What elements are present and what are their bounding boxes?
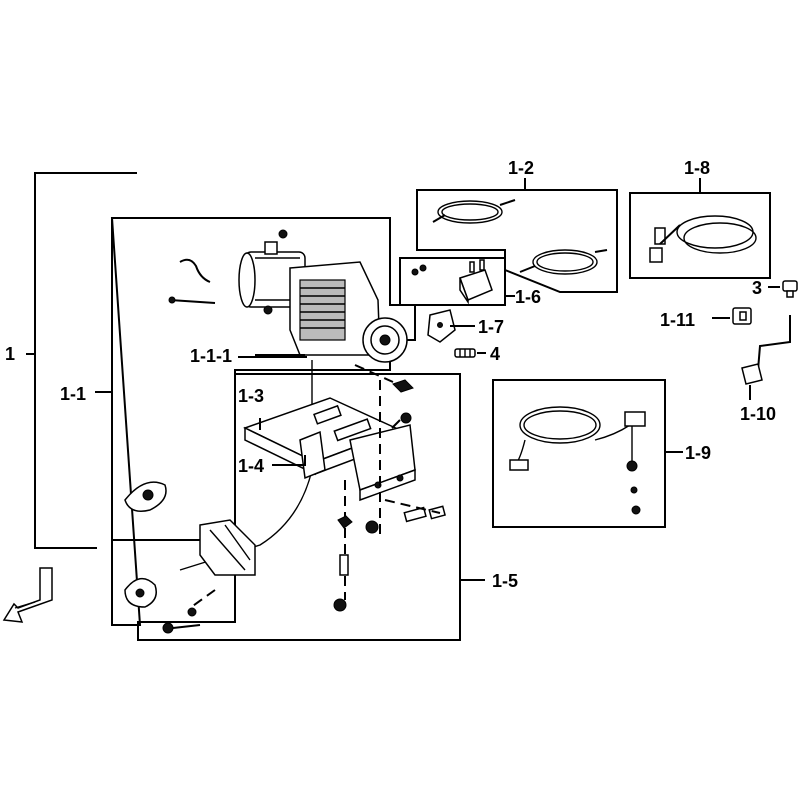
callout-1-8: 1-8	[684, 158, 710, 178]
bottom-bolt	[162, 607, 201, 634]
callout-1-2: 1-2	[508, 158, 534, 178]
lower-bolts	[333, 505, 446, 612]
winch-drum	[289, 261, 408, 363]
cable-1-2-lower	[519, 249, 608, 275]
callout-1-9: 1-9	[685, 443, 711, 463]
cable-1-8	[649, 215, 757, 263]
callout-1-10: 1-10	[740, 404, 776, 424]
wire-clip	[179, 258, 211, 283]
box-1-2	[416, 189, 618, 293]
callout-1-6: 1-6	[515, 287, 541, 307]
callout-1-4: 1-4	[238, 456, 264, 476]
spring-4	[454, 348, 476, 358]
box-1-8	[629, 192, 771, 279]
front-direction-arrow	[2, 567, 53, 623]
callout-1-5: 1-5	[492, 571, 518, 591]
bolt-top-right	[391, 412, 412, 429]
harness-1-9	[509, 406, 646, 515]
callout-1-3: 1-3	[238, 386, 264, 406]
nut-bottom	[263, 305, 273, 315]
clip-1-11	[732, 307, 752, 325]
bracket-1-10	[741, 363, 763, 385]
box-1-5	[137, 373, 461, 641]
nut-top	[278, 229, 288, 239]
callout-1-7: 1-7	[478, 317, 504, 337]
roller-fairlead	[199, 519, 256, 576]
relay-1-6	[411, 259, 493, 305]
callout-1: 1	[5, 344, 15, 364]
bracket-1-4	[299, 430, 326, 480]
callout-4: 4	[490, 344, 500, 364]
callout-3: 3	[752, 278, 762, 298]
callout-1-1: 1-1	[60, 384, 86, 404]
bolt-3	[782, 280, 798, 298]
box-1-6	[399, 257, 506, 306]
box-1-9	[492, 379, 666, 528]
tie-strap	[168, 296, 216, 304]
bracket-1-7	[427, 309, 456, 343]
mount-bracket	[349, 424, 416, 502]
group-1-bracket	[26, 172, 137, 549]
cable-1-2-upper	[432, 199, 516, 224]
square-nut	[392, 379, 414, 393]
callout-1-11: 1-11	[660, 310, 695, 330]
callout-1-1-1: 1-1-1	[190, 346, 232, 366]
